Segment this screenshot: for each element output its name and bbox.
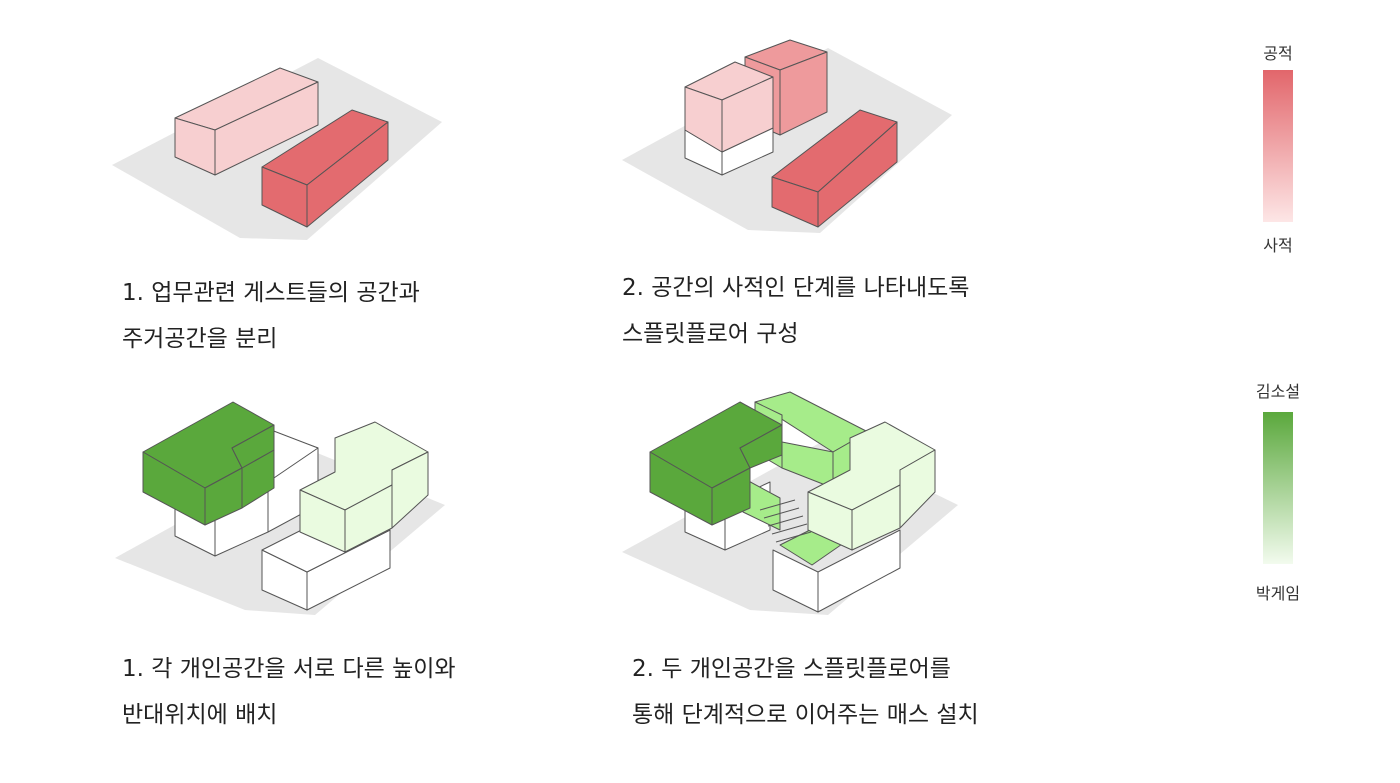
caption-line: 통해 단계적으로 이어주는 매스 설치 <box>632 702 979 728</box>
caption-diagram-4: 2. 두 개인공간을 스플릿플로어를 통해 단계적으로 이어주는 매스 설치 <box>632 646 979 738</box>
stair-step <box>771 523 808 535</box>
owner-gradient-bar <box>1263 412 1293 564</box>
legend-kim-label: 김소설 <box>1255 382 1301 401</box>
site-plane <box>622 48 952 233</box>
kim-private-mass <box>649 401 783 526</box>
residence-mass <box>771 109 898 228</box>
caption-line: 1. 업무관련 게스트들의 공간과 <box>122 280 420 306</box>
split-floor-stair <box>742 477 849 566</box>
stair-step <box>767 515 804 527</box>
mass-face <box>306 121 389 228</box>
caption-line: 1. 각 개인공간을 서로 다른 높이와 <box>122 656 456 682</box>
split-lower-mass <box>684 61 774 176</box>
base-mass-right <box>772 529 901 613</box>
guest-mass <box>174 67 319 176</box>
mass-face <box>899 449 936 529</box>
mass-face <box>711 467 751 526</box>
park-private-mass <box>299 421 429 553</box>
residence-mass <box>261 109 389 228</box>
stair-step <box>763 507 800 519</box>
caption-diagram-2: 2. 공간의 사적인 단계를 나타내도록 스플릿플로어 구성 <box>622 265 969 357</box>
mass-face <box>721 76 774 153</box>
mass-face <box>817 121 898 228</box>
site-plane <box>112 58 442 240</box>
park-private-mass <box>807 421 936 551</box>
legend-park-label: 박게임 <box>1255 584 1301 603</box>
mass-face <box>214 81 319 176</box>
diagram-4-split-connection <box>622 391 958 615</box>
caption-line: 반대위치에 배치 <box>122 702 278 728</box>
caption-line: 스플릿플로어 구성 <box>622 321 799 347</box>
mass-face <box>739 424 783 469</box>
legend-private-label: 사적 <box>1263 236 1293 255</box>
caption-diagram-3: 1. 각 개인공간을 서로 다른 높이와 반대위치에 배치 <box>122 646 456 738</box>
caption-diagram-1: 1. 업무관련 게스트들의 공간과 주거공간을 분리 <box>122 270 420 362</box>
mass-face <box>817 529 901 613</box>
diagram-3-opposite-heights <box>115 401 445 615</box>
caption-line: 2. 공간의 사적인 단계를 나타내도록 <box>622 275 970 301</box>
legend-public-label: 공적 <box>1263 44 1293 63</box>
kim-private-mass <box>142 401 275 526</box>
diagram-1-separation <box>112 58 442 240</box>
mass-face <box>231 424 275 469</box>
mass-face <box>391 451 429 529</box>
caption-line: 2. 두 개인공간을 스플릿플로어를 <box>632 656 951 682</box>
stair-step <box>775 531 812 543</box>
stair-step <box>759 499 796 511</box>
privacy-gradient-bar <box>1263 70 1293 222</box>
diagram-2-split-floor <box>622 39 952 233</box>
caption-line: 주거공간을 분리 <box>122 326 278 352</box>
